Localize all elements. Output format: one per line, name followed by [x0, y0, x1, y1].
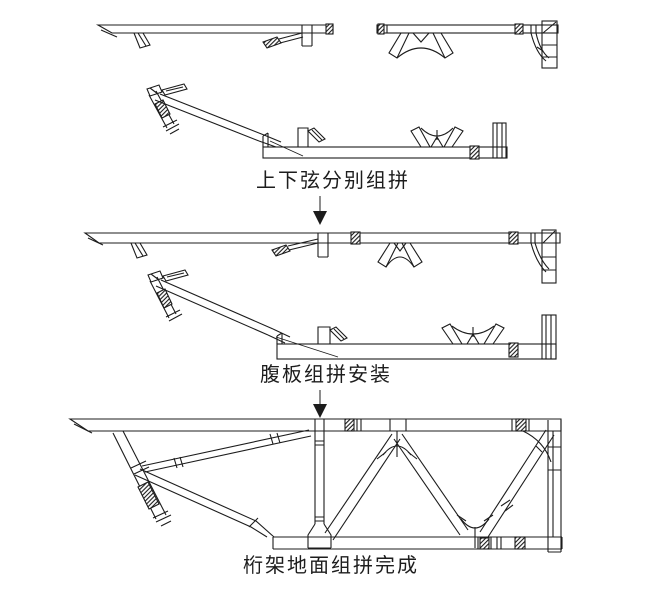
stage-2-drawing	[83, 229, 561, 360]
stage-1-caption: 上下弦分别组拼	[256, 170, 410, 192]
stage-3-drawing	[68, 418, 563, 553]
stage-1-drawing	[95, 20, 559, 160]
stage-3-caption: 桁架地面组拼完成	[243, 555, 419, 577]
top-chord	[68, 418, 562, 434]
stage-2-caption: 腹板组拼安装	[260, 364, 392, 386]
lower-chord-segment	[262, 122, 508, 160]
upper-chord-right-segment	[376, 20, 559, 69]
vertical-post	[307, 419, 332, 549]
upper-chord-left-segment	[95, 23, 334, 49]
flow-arrow-1	[313, 196, 327, 225]
end-column	[547, 420, 562, 553]
web-members	[112, 429, 555, 548]
lower-chord-assembled	[276, 314, 557, 360]
upper-chord-assembled	[83, 229, 561, 284]
diagonal-web-assembly	[146, 83, 304, 157]
diagonal-web-assembly	[147, 269, 339, 358]
bottom-chord	[272, 536, 563, 550]
flow-arrow-2	[313, 390, 327, 418]
